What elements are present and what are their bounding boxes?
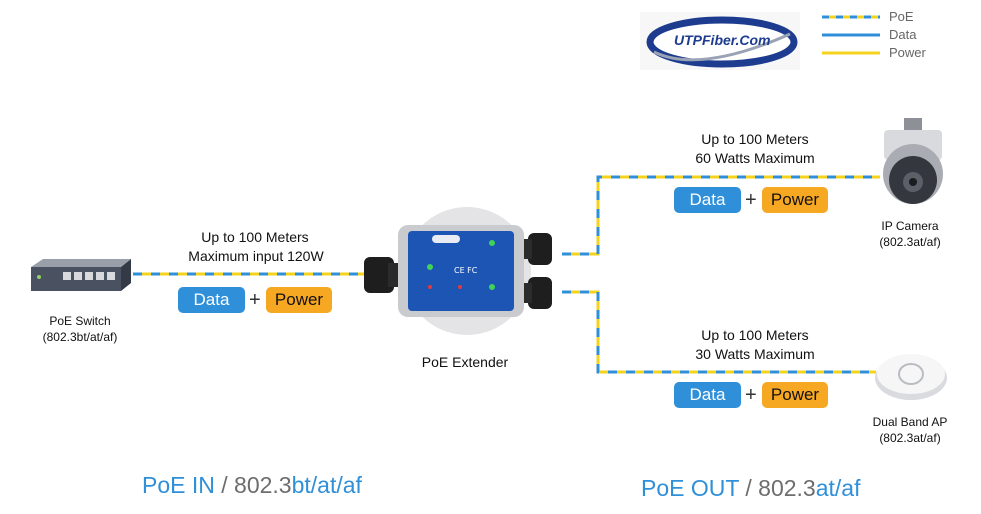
camera-power-pill: Power (762, 187, 828, 213)
poe-out-text: PoE OUT (641, 475, 739, 501)
poe-in-text: PoE IN (142, 472, 215, 498)
legend-data-label: Data (889, 27, 917, 42)
input-distance-label: Up to 100 Meters (201, 229, 309, 245)
logo: UTPFiber.Com (640, 12, 800, 70)
camera-cable (562, 175, 880, 256)
legend-lines (822, 15, 880, 55)
poe-out-heading: PoE OUT / 802.3at/af (641, 474, 861, 502)
access-point-device (873, 346, 949, 402)
extender-label: PoE Extender (421, 354, 509, 370)
poe-in-standard-prefix: 802.3 (234, 472, 292, 498)
input-data-pill: Data (178, 287, 245, 313)
camera-data-pill: Data (674, 187, 741, 213)
poe-switch-icon (31, 259, 131, 291)
poe-switch-device (27, 257, 135, 297)
camera-icon (883, 118, 943, 204)
ip-camera-device (878, 116, 948, 208)
ap-cable (562, 290, 876, 374)
camera-label: IP Camera (881, 219, 939, 233)
ap-plus-sign: + (745, 384, 757, 406)
svg-text:CE FC: CE FC (454, 266, 478, 275)
access-point-icon (875, 354, 947, 400)
ap-power-label: 30 Watts Maximum (695, 346, 815, 362)
camera-plus-sign: + (745, 189, 757, 211)
poe-out-standard-prefix: 802.3 (758, 475, 816, 501)
camera-power-label: 60 Watts Maximum (695, 150, 815, 166)
ap-standard: (802.3at/af) (879, 431, 941, 445)
poe-extender-device: CE FC (362, 205, 567, 345)
poe-in-heading: PoE IN / 802.3bt/at/af (142, 471, 362, 499)
poe-out-separator: / (739, 475, 759, 501)
switch-label: PoE Switch (49, 314, 111, 328)
legend-poe-label: PoE (889, 9, 914, 24)
ap-distance-label: Up to 100 Meters (701, 327, 809, 343)
poe-in-standard-suffix: bt/at/af (291, 472, 362, 498)
input-power-pill: Power (266, 287, 332, 313)
camera-standard: (802.3at/af) (879, 235, 941, 249)
camera-distance-label: Up to 100 Meters (701, 131, 809, 147)
ap-data-pill: Data (674, 382, 741, 408)
legend-power-label: Power (889, 45, 926, 60)
switch-standard: (802.3bt/at/af) (42, 330, 118, 344)
ap-power-pill: Power (762, 382, 828, 408)
logo-text: UTPFiber.Com (674, 32, 771, 48)
poe-out-standard-suffix: at/af (815, 475, 861, 501)
input-power-label: Maximum input 120W (188, 248, 324, 264)
logo-swoosh-icon (646, 16, 798, 68)
input-plus-sign: + (249, 289, 261, 311)
poe-extender-icon: CE FC (364, 207, 552, 335)
poe-in-separator: / (214, 472, 235, 498)
ap-label: Dual Band AP (872, 415, 948, 429)
